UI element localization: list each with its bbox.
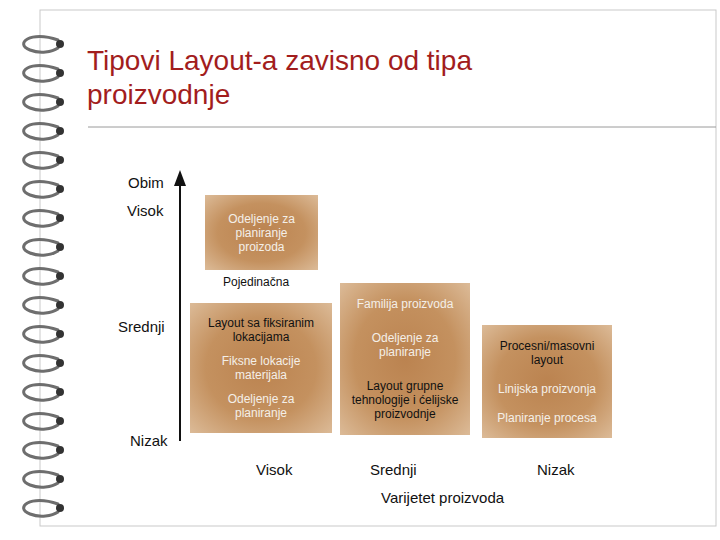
slide-title: Tipovi Layout-a zavisno od tipa proizvod… — [87, 44, 607, 112]
axis-label: Visok — [127, 201, 163, 220]
box-text: Odeljenje za planiranje proizoda — [213, 212, 310, 254]
layout-region-box: Layout sa fiksiranim lokacijamaFiksne lo… — [190, 303, 332, 433]
axis-label: Varijetet proizvoda — [381, 488, 504, 507]
layout-region-box: Familija proizvodaOdeljenje za planiranj… — [340, 283, 470, 435]
box-text: Layout grupne tehnologije i ćelijske pro… — [348, 379, 462, 421]
spiral-binding — [24, 37, 58, 517]
layout-region-box: Procesni/masovni layoutLinijska proizvon… — [482, 325, 612, 438]
title-rule — [88, 127, 716, 128]
axis-label: Srednji — [370, 460, 417, 479]
page-frame — [40, 10, 716, 526]
axis-arrowhead — [174, 170, 186, 186]
box-text: Planiranje procesa — [497, 411, 596, 425]
box-text: Fiksne lokacije materijala — [200, 354, 322, 382]
axis-label: Pojedinačna — [223, 274, 289, 290]
layout-region-box: Odeljenje za planiranje proizoda — [205, 195, 318, 270]
axis-label: Nizak — [130, 431, 168, 450]
binding-holes — [56, 40, 64, 512]
box-text: Odeljenje za planiranje — [200, 392, 322, 420]
box-text: Odeljenje za planiranje — [348, 331, 462, 359]
volume-axis — [179, 184, 181, 441]
box-text: Procesni/masovni layout — [492, 339, 602, 367]
axis-label: Srednji — [118, 317, 165, 336]
box-text: Familija proizvoda — [357, 297, 454, 311]
axis-label: Obim — [128, 173, 164, 192]
axis-label: Visok — [256, 460, 292, 479]
box-text: Layout sa fiksiranim lokacijama — [200, 316, 322, 344]
axis-label: Nizak — [537, 460, 575, 479]
box-text: Linijska proizvonja — [498, 382, 596, 396]
